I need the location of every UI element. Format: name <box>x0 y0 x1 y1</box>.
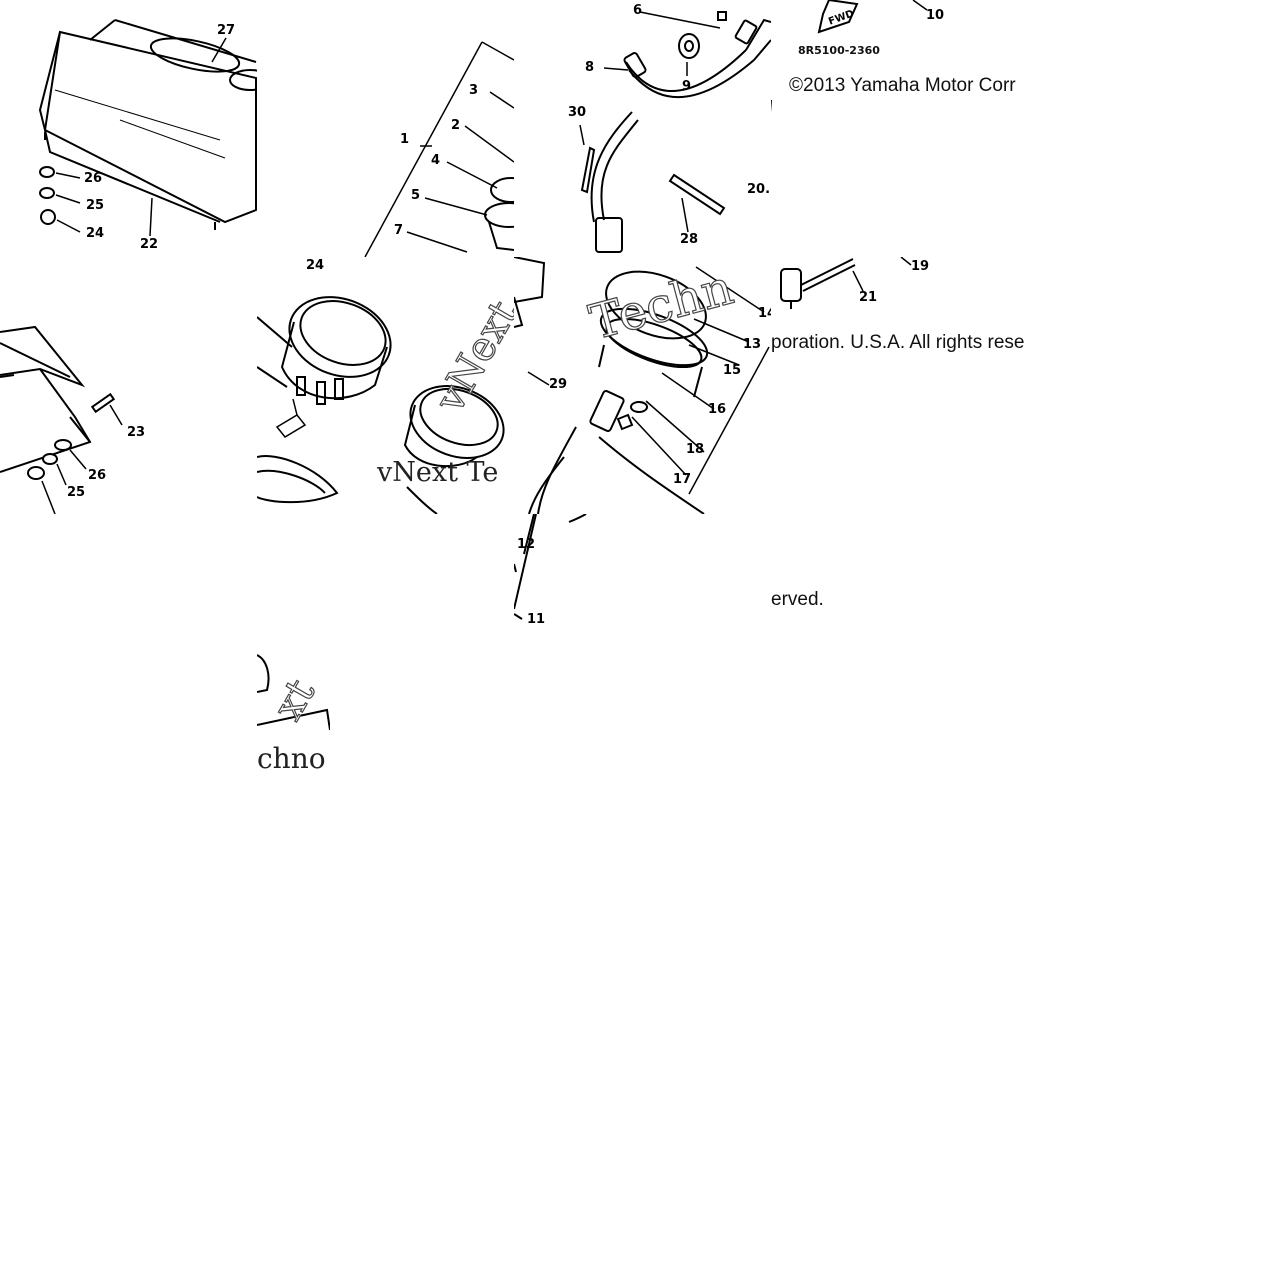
callout-22: 22 <box>140 237 159 252</box>
callout-20: 20. <box>747 182 771 197</box>
callout-2: 2 <box>451 118 461 133</box>
callout-30: 30 <box>568 105 587 120</box>
diagram-tile-copyright: FWD 10 8R5100-2360 ©2013 Yamaha Motor Co… <box>771 0 1028 257</box>
callout-25-lower: 25 <box>67 485 86 500</box>
copyright-line-1: ©2013 Yamaha Motor Corr <box>789 75 1016 96</box>
diagram-tile-cable-lower: 12 11 <box>514 514 771 636</box>
callout-23: 23 <box>127 425 146 440</box>
callout-8: 8 <box>585 60 595 75</box>
switch-drawing <box>780 257 912 309</box>
diagram-tile-copyright-end: erved. <box>771 514 1028 636</box>
diagram-tile-switch: 19 21 poration. U.S.A. All rights rese <box>771 257 1028 514</box>
callout-17: 17 <box>673 472 692 487</box>
diagram-code: 8R5100-2360 <box>798 44 880 57</box>
diagram-tile-meter: Techn 14 13 15 16 18 17 29 <box>514 257 771 514</box>
callout-1: 1 <box>400 132 410 147</box>
diagram-tile-gauges: 24 vNext vNext Te <box>257 257 514 514</box>
callout-10: 10 <box>926 8 945 23</box>
cable-drawing <box>579 11 771 253</box>
callout-16: 16 <box>708 402 727 417</box>
copyright-line-2: poration. U.S.A. All rights rese <box>771 332 1025 353</box>
callout-24-gauge: 24 <box>306 258 325 273</box>
callout-26: 26 <box>84 171 103 186</box>
diagram-tile-cover: 27 26 25 24 22 <box>0 0 257 257</box>
diagram-tile-assembly-leader: 3 2 1 4 5 7 <box>257 0 514 257</box>
callout-13: 13 <box>743 337 762 352</box>
callout-25: 25 <box>86 198 105 213</box>
callout-14: 14 <box>758 306 771 321</box>
watermark-chno: chno <box>257 742 326 772</box>
meter-drawing <box>514 257 770 514</box>
callout-5: 5 <box>411 188 421 203</box>
bracket-drawing <box>0 325 123 514</box>
callout-29: 29 <box>549 377 568 392</box>
callout-9: 9 <box>682 79 692 94</box>
callout-15: 15 <box>723 363 742 378</box>
callout-12: 12 <box>517 537 536 552</box>
callout-21: 21 <box>859 290 878 305</box>
callout-11: 11 <box>527 612 546 627</box>
callout-27: 27 <box>217 23 236 38</box>
callout-18: 18 <box>686 442 705 457</box>
diagram-tile-cable: 6 8 9 30 20. 28 <box>514 0 771 257</box>
diagram-tile-watermark: xt chno <box>257 650 330 772</box>
callout-26-lower: 26 <box>88 468 107 483</box>
callout-24: 24 <box>86 226 105 241</box>
callout-4: 4 <box>431 153 441 168</box>
diagram-tile-bracket: 23 26 25 <box>0 257 257 514</box>
watermark-vnext-tech: vNext Te <box>377 457 499 488</box>
callout-6: 6 <box>633 3 643 18</box>
callout-28: 28 <box>680 232 699 247</box>
copyright-line-3: erved. <box>771 589 824 610</box>
callout-3: 3 <box>469 83 479 98</box>
gauges-drawing <box>257 296 505 514</box>
meter-cover-drawing <box>38 19 257 237</box>
callout-19: 19 <box>911 259 930 274</box>
callout-7: 7 <box>394 223 404 238</box>
fwd-tag-drawing: FWD <box>771 0 928 113</box>
assembly-leader-drawing <box>364 41 514 257</box>
cable-lower-drawing <box>514 514 587 620</box>
watermark-fragment-drawing <box>257 654 330 731</box>
